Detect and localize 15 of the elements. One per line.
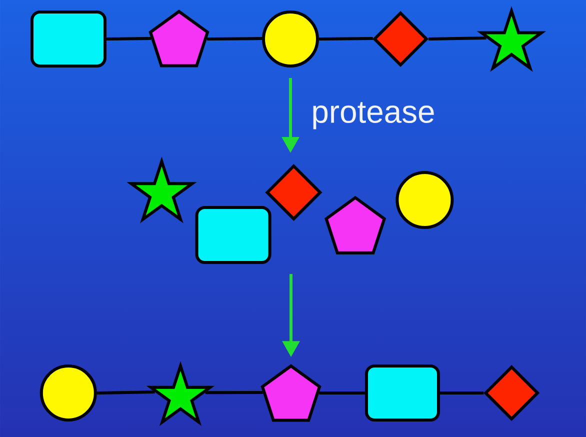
connector-line bbox=[106, 37, 151, 40]
rounded-rectangle bbox=[365, 364, 440, 422]
connector-line bbox=[319, 392, 366, 395]
rounded-rectangle bbox=[195, 206, 272, 264]
circle-shape bbox=[396, 171, 454, 229]
connector-line bbox=[319, 37, 373, 40]
circle-shape bbox=[262, 10, 319, 68]
rounded-rectangle bbox=[30, 10, 106, 68]
connector-line bbox=[205, 391, 263, 394]
connector-line bbox=[96, 390, 155, 394]
circle-shape bbox=[40, 364, 97, 422]
connector-line bbox=[206, 37, 262, 41]
connector-line bbox=[428, 36, 486, 40]
edge-label: protease bbox=[313, 102, 434, 130]
connector-line bbox=[440, 392, 484, 394]
